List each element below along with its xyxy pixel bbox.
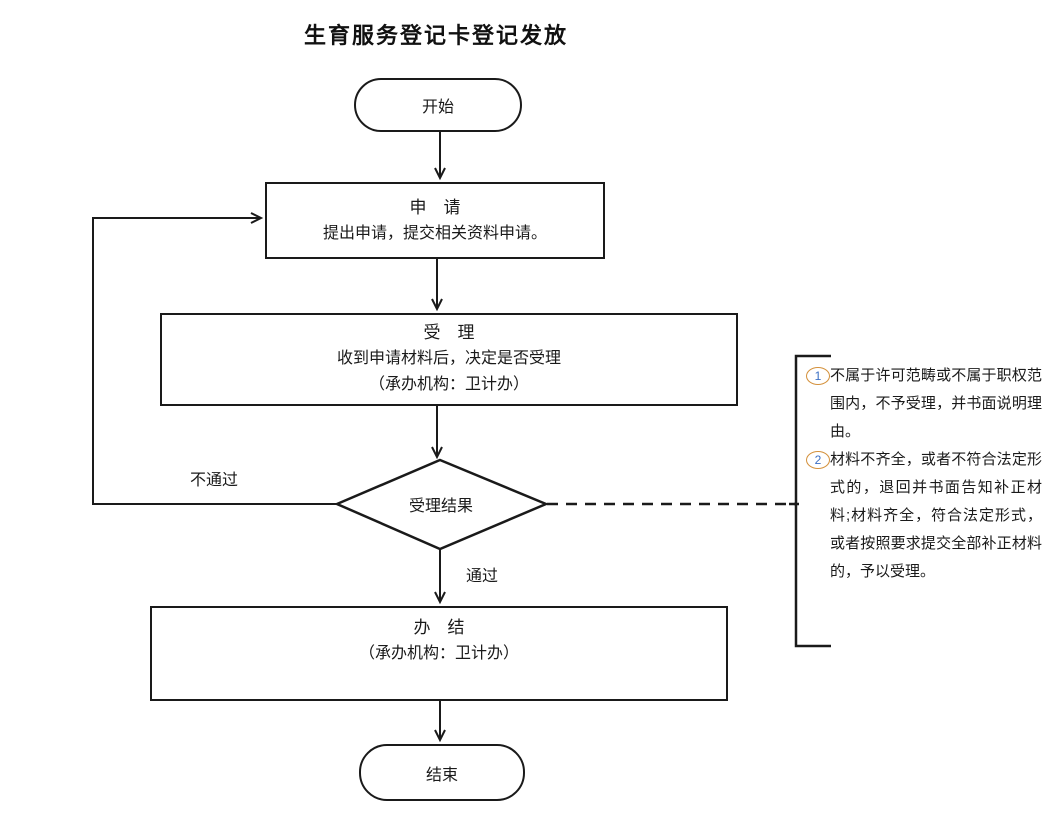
complete-step: 办 结 （承办机构：卫计办） — [150, 606, 728, 701]
arrow-fail-loop — [92, 212, 337, 505]
end-terminator: 结束 — [359, 744, 525, 801]
circled-number-2: 2 — [806, 451, 830, 469]
notes-panel: 1 不属于许可范畴或不属于职权范围内，不予受理，并书面说明理由。 2 材料不齐全… — [806, 362, 1042, 586]
end-label: 结束 — [425, 766, 458, 784]
accept-line2: （承办机构：卫计办） — [368, 376, 529, 393]
page-title: 生育服务登记卡登记发放 — [303, 23, 568, 48]
complete-line1: （承办机构：卫计办） — [358, 645, 519, 662]
apply-step: 申 请 提出申请，提交相关资料申请。 — [265, 182, 605, 259]
note-text-2: 材料不齐全，或者不符合法定形式的，退回并书面告知补正材料;材料齐全，符合法定形式… — [830, 451, 1042, 580]
decision-diamond — [333, 458, 550, 551]
decision-label: 受理结果 — [408, 498, 473, 515]
apply-desc: 提出申请，提交相关资料申请。 — [322, 224, 547, 242]
edge-label-pass: 通过 — [466, 568, 499, 585]
edge-label-fail: 不通过 — [190, 472, 239, 489]
start-terminator: 开始 — [354, 78, 522, 132]
note-item: 2 材料不齐全，或者不符合法定形式的，退回并书面告知补正材料;材料齐全，符合法定… — [806, 446, 1042, 586]
complete-title: 办 结 — [413, 618, 465, 637]
accept-title: 受 理 — [423, 323, 475, 342]
note-bracket — [794, 354, 831, 648]
note-item: 1 不属于许可范畴或不属于职权范围内，不予受理，并书面说明理由。 — [806, 362, 1042, 446]
accept-step: 受 理 收到申请材料后，决定是否受理 （承办机构：卫计办） — [160, 313, 738, 406]
accept-line1: 收到申请材料后，决定是否受理 — [336, 350, 561, 367]
circled-number-1: 1 — [806, 367, 830, 385]
note-text-1: 不属于许可范畴或不属于职权范围内，不予受理，并书面说明理由。 — [830, 367, 1042, 440]
start-label: 开始 — [421, 99, 454, 116]
apply-title: 申 请 — [409, 197, 461, 217]
